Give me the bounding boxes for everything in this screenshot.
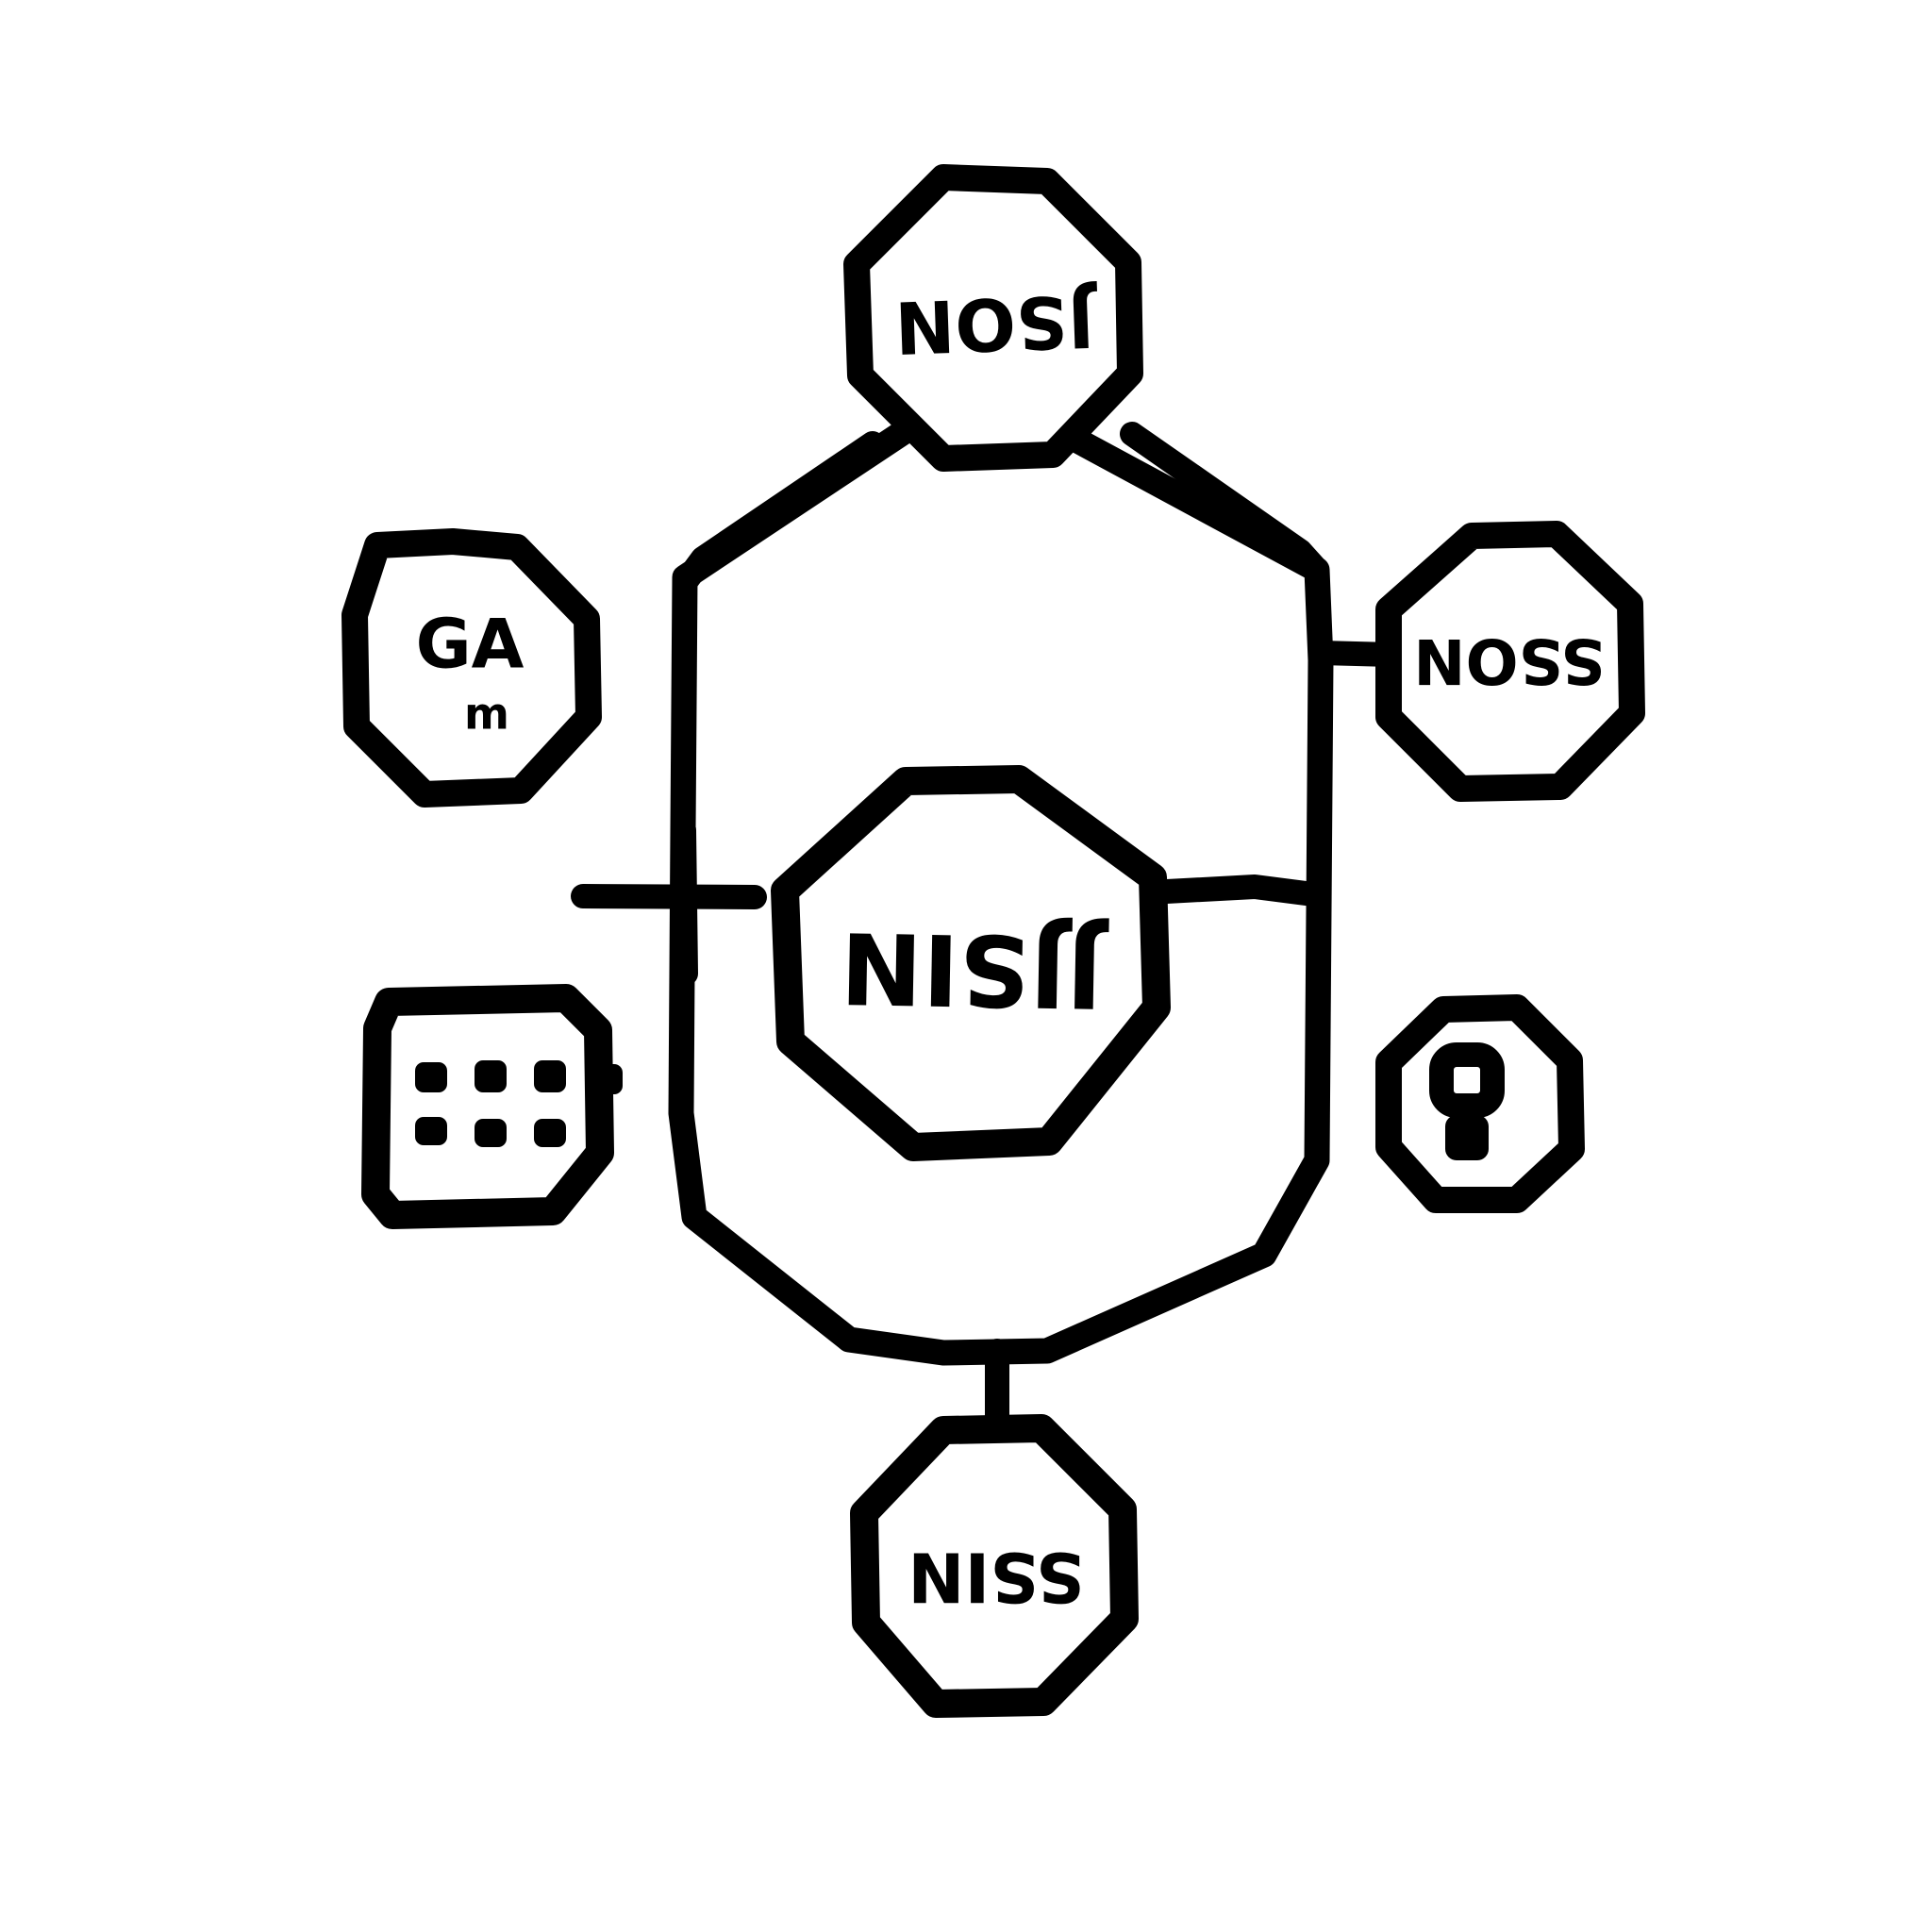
connector-center-right [1137,874,1325,907]
node-left[interactable]: GA m [341,528,602,808]
node-left-label: GA [416,605,525,684]
node-right[interactable]: SSON [1375,521,1645,802]
ring-over-block-icon [1429,1042,1505,1160]
connector-left-stub [571,884,767,909]
node-right-shape [1375,521,1645,802]
node-small-right[interactable] [1375,994,1585,1213]
node-center-shape [771,765,1171,1161]
node-bottom-shape [850,1414,1139,1718]
dot-grid-icon [415,1060,623,1147]
node-top-shape [843,164,1143,472]
node-center-label: JJSIN [840,909,1109,1029]
node-grid[interactable] [361,984,623,1229]
node-bottom[interactable]: SSIN [850,1414,1139,1718]
node-grid-shape [361,984,614,1229]
node-right-label: SSON [1413,625,1605,697]
node-top[interactable]: JSON [843,164,1143,472]
node-left-sublabel: m [464,689,509,740]
node-center[interactable]: JJSIN [771,765,1171,1161]
node-top-label: JSON [893,278,1100,370]
node-left-shape [341,528,602,808]
node-bottom-label: SSIN [908,1537,1085,1616]
